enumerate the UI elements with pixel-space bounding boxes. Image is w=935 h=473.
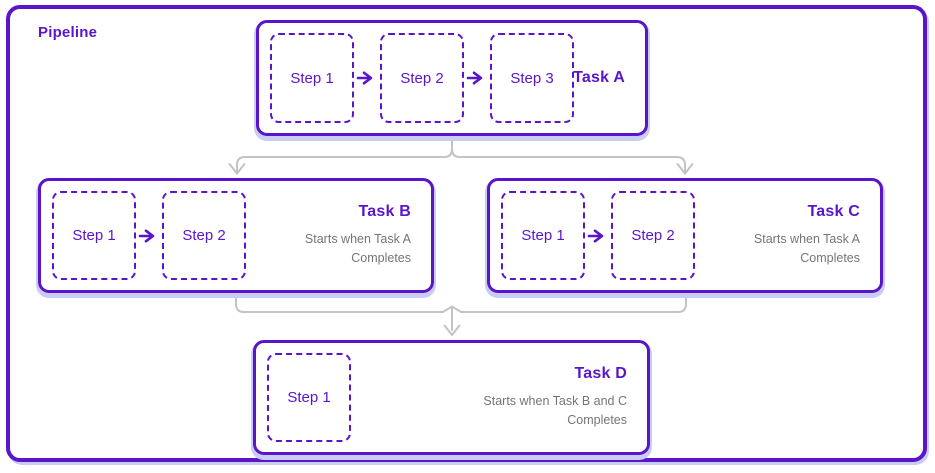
step-box: Step 3: [490, 33, 574, 123]
task-card-d: Step 1 Task D Starts when Task B and C C…: [253, 340, 650, 455]
task-card-c: Step 1 Step 2 Task C Starts when Task A …: [487, 178, 883, 293]
task-c-meta: Task C Starts when Task A Completes: [710, 203, 860, 269]
task-subtitle: Starts when Task A Completes: [753, 232, 860, 266]
arrow-right-icon: [466, 71, 483, 85]
step-box: Step 2: [611, 191, 695, 280]
step-label: Step 3: [510, 69, 554, 87]
task-b-steps: Step 1 Step 2: [52, 191, 246, 280]
step-label: Step 2: [182, 227, 226, 244]
step-box: Step 1: [501, 191, 585, 280]
arrow-right-icon: [587, 229, 604, 242]
task-title: Task C: [807, 203, 860, 220]
step-box: Step 2: [162, 191, 246, 280]
step-label: Step 1: [290, 69, 334, 87]
step-box: Step 2: [380, 33, 464, 123]
step-box: Step 1: [267, 353, 351, 442]
task-subtitle: Starts when Task A Completes: [304, 232, 411, 266]
step-box: Step 1: [270, 33, 354, 123]
task-b-meta: Task B Starts when Task A Completes: [261, 203, 411, 269]
task-a-steps: Step 1 Step 2 Step 3: [270, 33, 574, 123]
step-label: Step 1: [521, 227, 565, 244]
task-d-meta: Task D Starts when Task B and C Complete…: [449, 365, 627, 431]
task-title: Task B: [358, 203, 411, 220]
task-title: Task D: [574, 365, 627, 382]
pipeline-label: Pipeline: [38, 24, 98, 41]
task-d-steps: Step 1: [267, 353, 351, 442]
task-c-steps: Step 1 Step 2: [501, 191, 695, 280]
task-subtitle: Starts when Task B and C Completes: [483, 394, 627, 428]
step-label: Step 1: [72, 227, 116, 244]
task-card-b: Step 1 Step 2 Task B Starts when Task A …: [38, 178, 434, 293]
task-a-meta: Task A: [573, 69, 625, 87]
task-title: Task A: [573, 69, 625, 86]
arrow-right-icon: [356, 71, 373, 85]
step-box: Step 1: [52, 191, 136, 280]
step-label: Step 2: [631, 227, 675, 244]
step-label: Step 2: [400, 69, 444, 87]
arrow-right-icon: [138, 229, 155, 242]
step-label: Step 1: [287, 389, 331, 406]
task-card-a: Step 1 Step 2 Step 3 Task A: [256, 20, 648, 136]
